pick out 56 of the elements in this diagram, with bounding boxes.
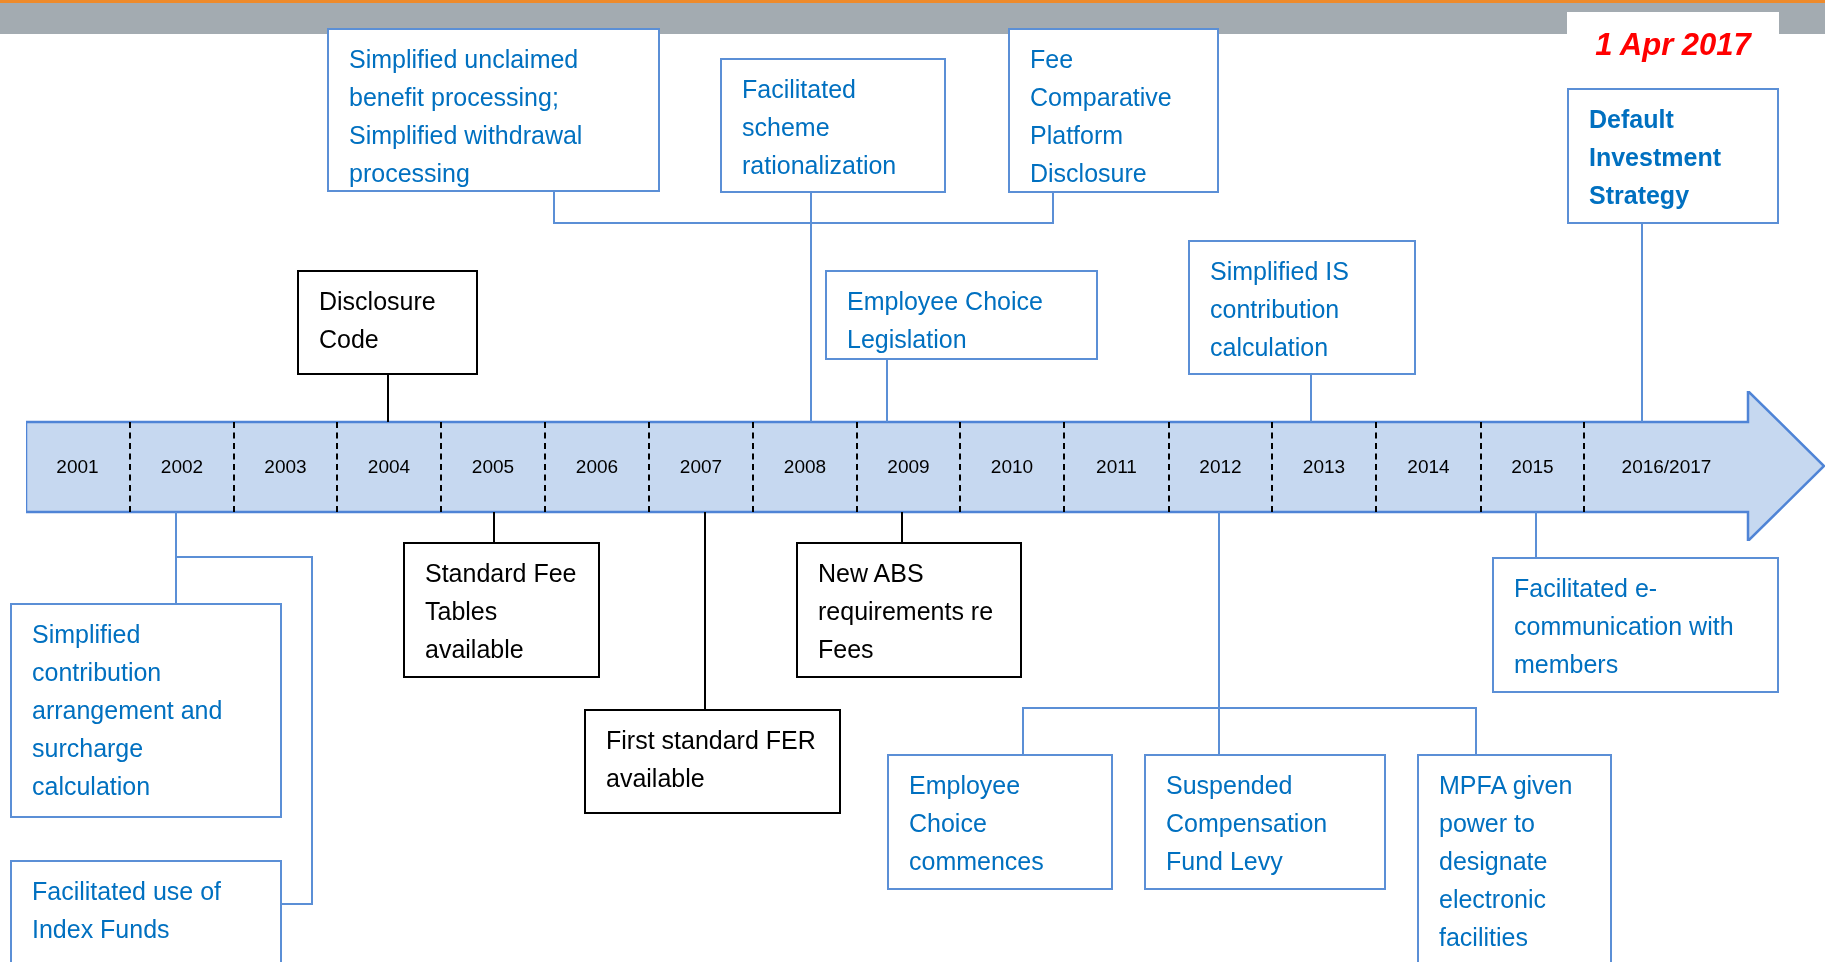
event-text: Employee Choice Legislation [847,286,1044,355]
event-text: Simplified contribution arrangement and surcharge calculation [32,619,224,802]
event-text: New ABS requirements re Fees [818,558,995,665]
event-box [327,28,660,192]
event-box [10,860,282,962]
connector-line [1535,511,1537,558]
event-text: Suspended Compensation Fund Levy [1166,770,1329,877]
connector-line [493,511,495,543]
event-text: Simplified IS contribution calculation [1210,256,1350,363]
event-text: Fee Comparative Platform Disclosure [1030,44,1173,189]
connector-line [886,359,888,423]
event-text: Standard Fee Tables available [425,558,578,665]
year-label: 2004 [367,456,411,478]
year-label: 2008 [783,456,827,478]
event-box [1492,557,1779,693]
event-box [887,754,1113,890]
event-text: Default Investment Strategy [1589,104,1722,211]
year-label: 2014 [1407,456,1450,478]
event-text: Facilitated use of Index Funds [32,876,222,945]
event-box [1188,240,1416,375]
connector-line [1310,374,1312,423]
connector-line [1641,223,1643,423]
year-label: 2009 [887,456,930,478]
event-text: MPFA given power to designate electronic facilities [1439,770,1574,953]
event-box [1144,754,1386,890]
event-text: Facilitated scheme rationalization [742,74,898,181]
connector-line [387,374,389,423]
event-box [403,542,600,678]
event-box [1417,754,1612,962]
year-label: 2015 [1511,456,1554,478]
connector-line [901,511,903,543]
year-label: 2007 [679,456,723,478]
connector-line [704,511,706,710]
year-label: 2016/2017 [1621,456,1712,478]
year-label: 2012 [1199,456,1242,478]
event-box [297,270,478,375]
event-text: Facilitated e-communication with members [1514,573,1735,680]
event-text: Employee Choice commences [909,770,1045,877]
year-label: 2003 [264,456,307,478]
event-box [825,270,1098,360]
year-label: 2005 [471,456,515,478]
event-box [796,542,1022,678]
year-label: 2010 [990,456,1034,478]
event-box [1567,88,1779,224]
year-label: 2002 [160,456,204,478]
year-label: 2001 [56,456,99,478]
event-text: Disclosure Code [319,286,437,355]
event-box [1008,28,1219,193]
event-box [720,58,946,193]
year-label: 2013 [1302,456,1346,478]
year-label: 2011 [1096,456,1137,478]
event-box [584,709,841,814]
year-label: 2006 [575,456,619,478]
event-text: Simplified unclaimed benefit processing; Simplified withdrawal processing [349,44,584,189]
event-text: First standard FER available [606,725,817,794]
event-box [10,603,282,818]
